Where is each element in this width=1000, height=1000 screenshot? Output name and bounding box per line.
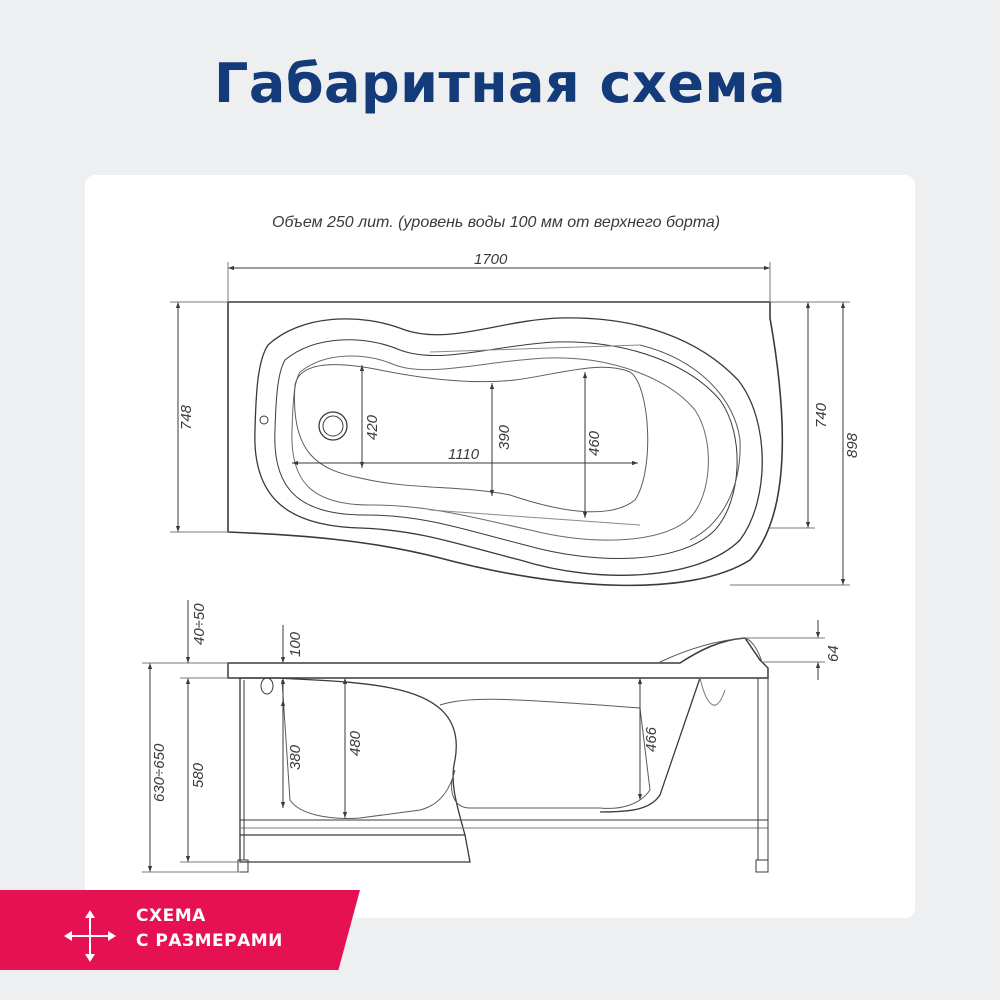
dim-inner-width-mid: 390 bbox=[496, 424, 513, 450]
top-view bbox=[170, 262, 850, 587]
schema-badge: СХЕМА С РАЗМЕРАМИ bbox=[0, 890, 360, 970]
badge-line-1: СХЕМА bbox=[136, 906, 206, 926]
dim-depth-mid: 480 bbox=[347, 730, 364, 756]
dim-total-height: 630÷650 bbox=[151, 743, 168, 802]
dim-inner-width-right: 460 bbox=[586, 430, 603, 456]
top-view-inner-bowl bbox=[291, 355, 709, 541]
volume-note: Объем 250 лит. (уровень воды 100 мм от в… bbox=[272, 214, 720, 231]
dim-water-level: 100 bbox=[287, 631, 304, 657]
dim-right-inner-depth: 740 bbox=[813, 402, 830, 428]
dim-left-depth: 748 bbox=[178, 404, 195, 430]
top-view-mid-bowl bbox=[274, 339, 738, 559]
dim-rim-range: 40÷50 bbox=[191, 603, 208, 645]
dim-right-overall-depth: 898 bbox=[844, 432, 861, 458]
left-foot bbox=[237, 859, 249, 873]
top-view-floor bbox=[293, 364, 649, 513]
side-view bbox=[142, 600, 825, 873]
move-arrows-icon bbox=[64, 910, 116, 962]
bathtub-drawing: Объем 250 лит. (уровень воды 100 мм от в… bbox=[142, 214, 861, 873]
dim-inner-length: 1110 bbox=[448, 446, 480, 463]
dim-inner-width-left: 420 bbox=[364, 414, 381, 440]
diagram-card: Объем 250 лит. (уровень воды 100 мм от в… bbox=[85, 175, 915, 918]
page-title: Габаритная схема bbox=[213, 52, 787, 115]
right-foot bbox=[755, 859, 769, 873]
drain-icon bbox=[318, 411, 348, 441]
side-view-body bbox=[239, 677, 466, 836]
headrest-outline bbox=[639, 344, 741, 541]
top-view-rim bbox=[227, 301, 784, 587]
badge-line-2: С РАЗМЕРАМИ bbox=[136, 931, 283, 951]
dim-overall-length: 1700 bbox=[474, 251, 508, 268]
dim-body-height: 580 bbox=[190, 762, 207, 788]
overflow-side-icon bbox=[260, 677, 274, 695]
dim-depth-right: 466 bbox=[643, 726, 660, 752]
dim-head-rest: 64 bbox=[825, 645, 842, 662]
side-view-rim bbox=[227, 637, 769, 679]
dim-depth-left: 380 bbox=[287, 744, 304, 770]
top-view-outer-bowl bbox=[254, 317, 763, 576]
overflow-icon bbox=[259, 415, 269, 425]
